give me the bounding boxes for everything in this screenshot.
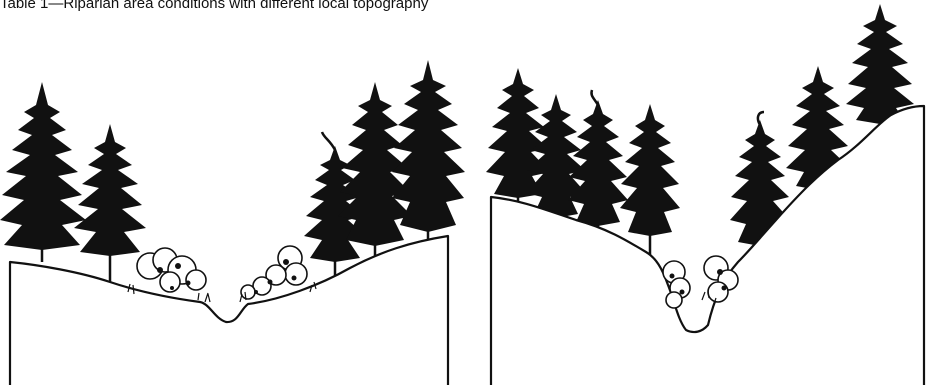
conifer-tree [0, 82, 86, 262]
conifer-tree [74, 124, 146, 285]
wide-valley-illustration [0, 0, 466, 385]
conifer-tree [568, 90, 628, 232]
wide-valley-svg [0, 0, 466, 385]
conifer-tree [846, 4, 914, 125]
steep-valley-svg [466, 0, 933, 385]
conifer-tree [620, 104, 680, 255]
steep-valley-illustration [466, 0, 933, 385]
wide-valley-ground [10, 236, 448, 385]
